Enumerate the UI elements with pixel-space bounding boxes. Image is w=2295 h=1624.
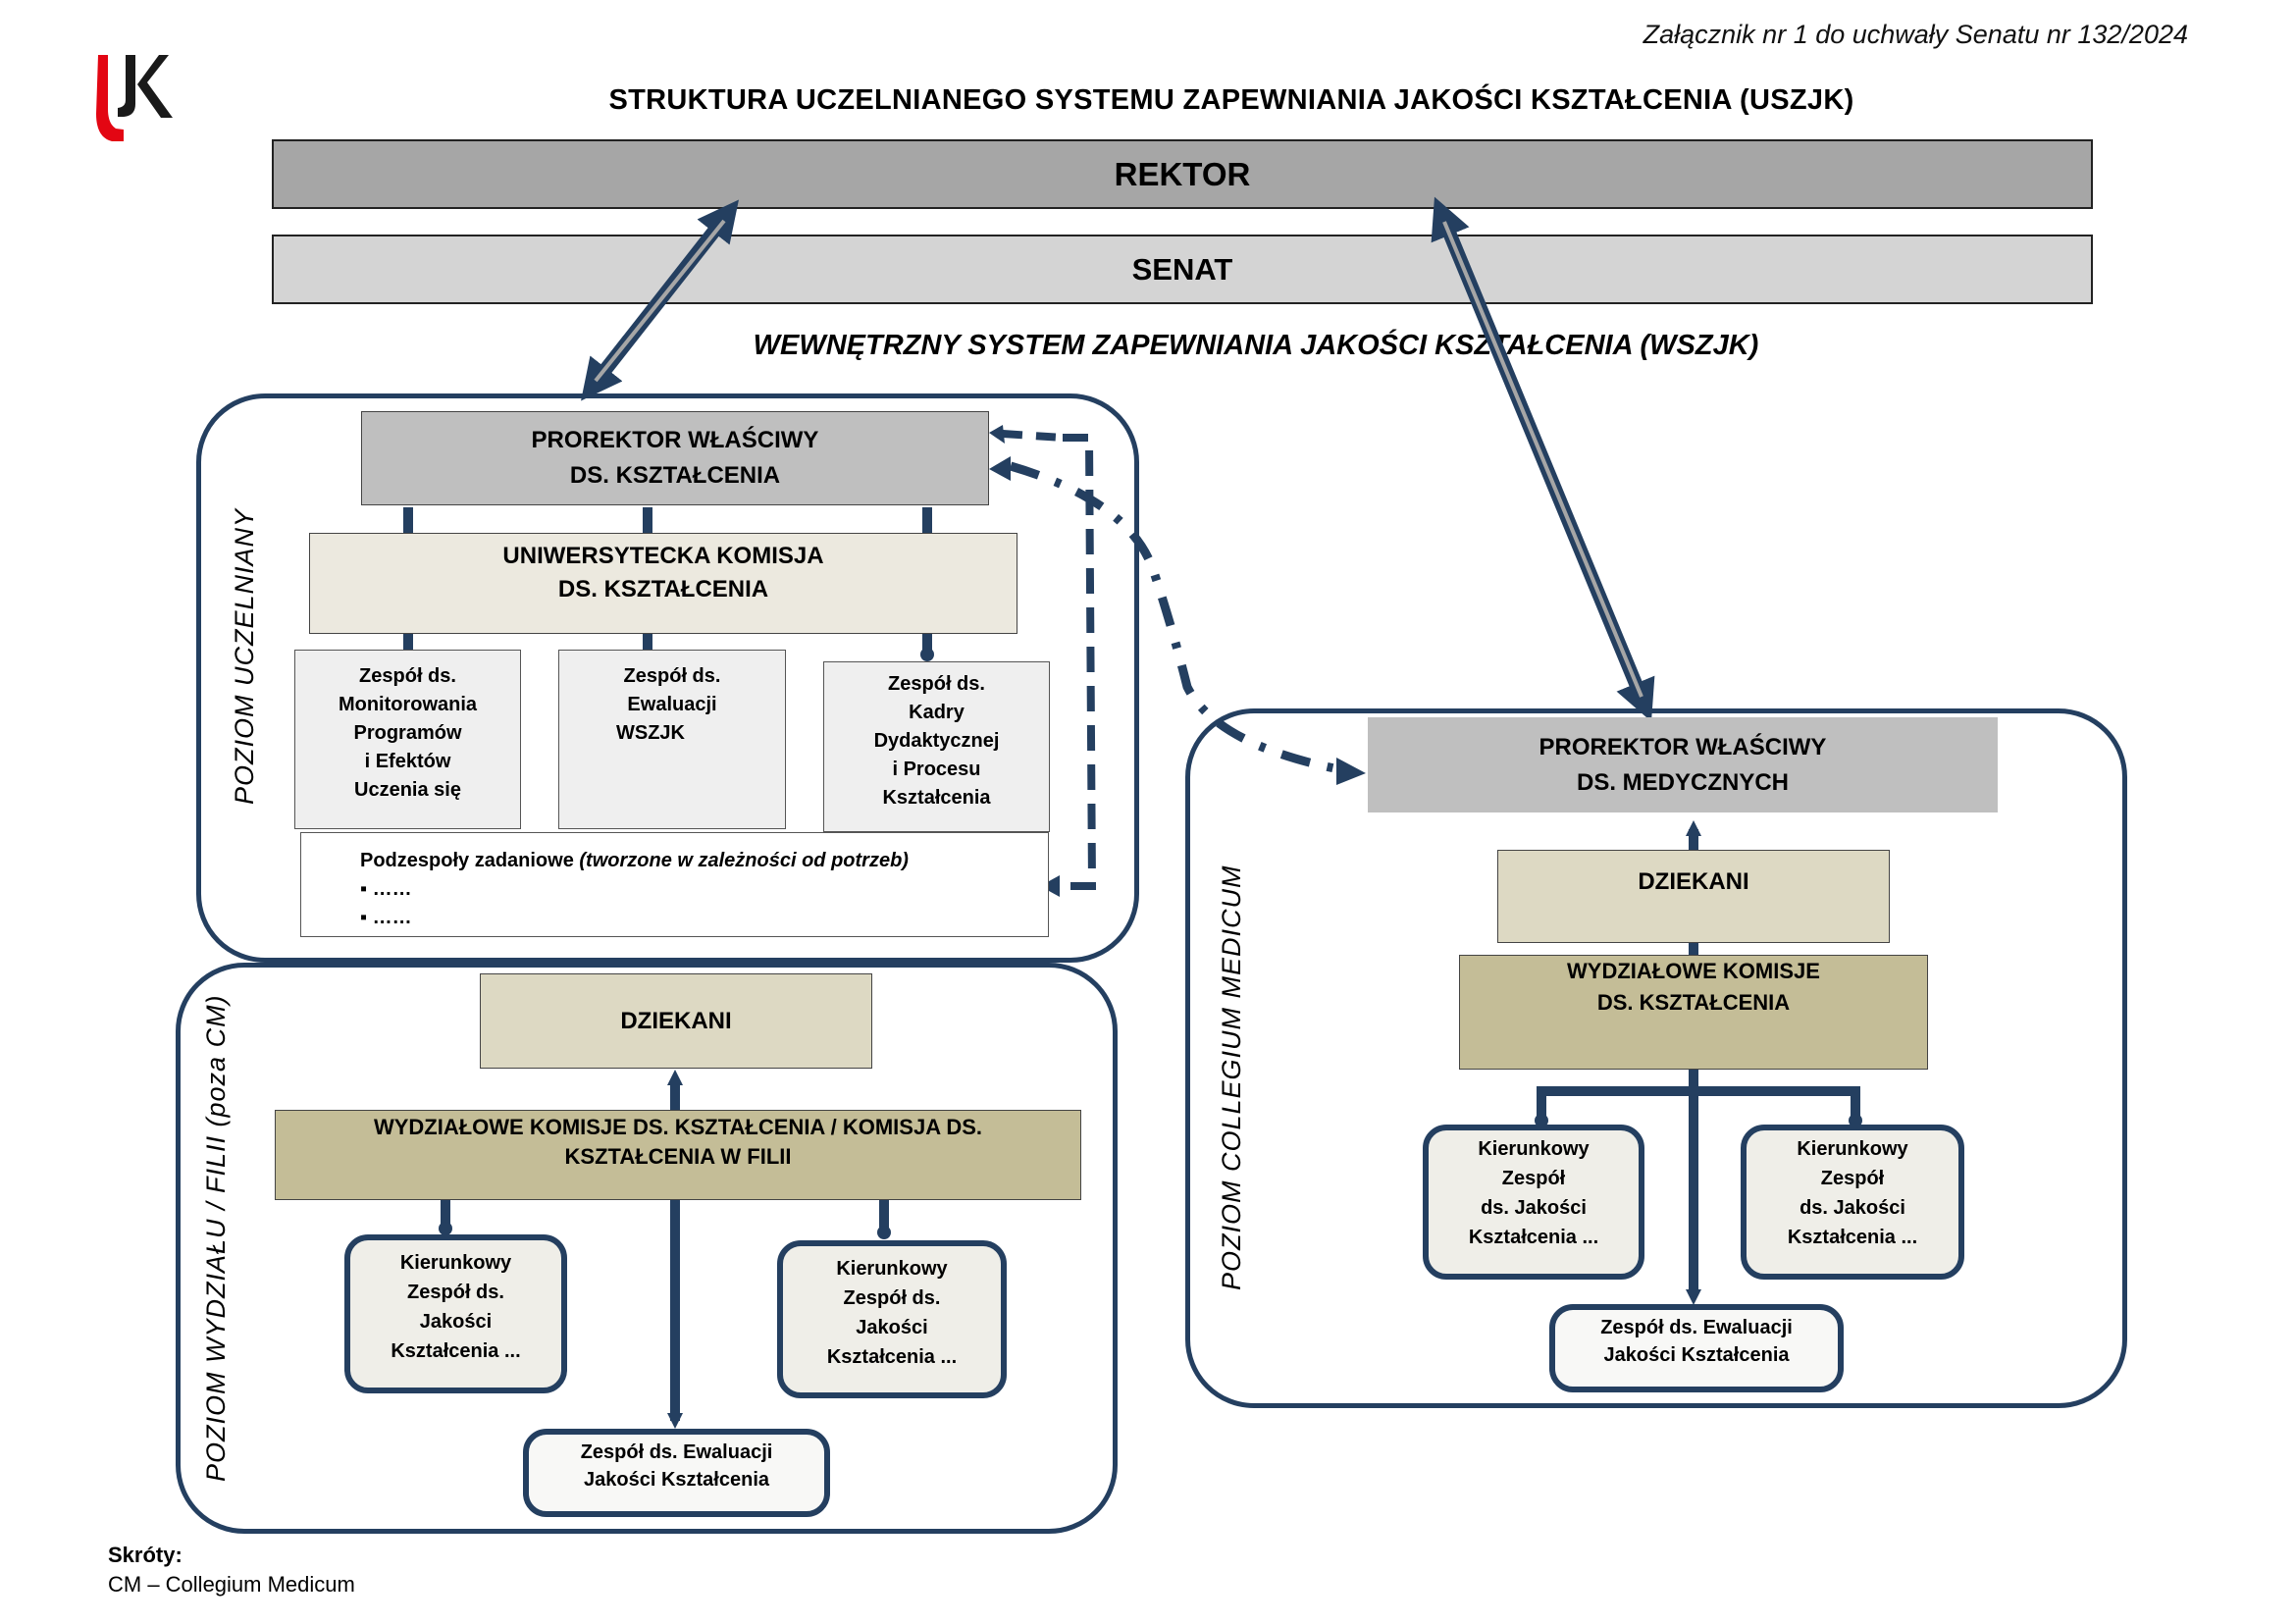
abbreviations: Skróty: CM – Collegium Medicum — [108, 1541, 355, 1599]
team-line: Zespół ds. — [843, 1287, 941, 1309]
cm-kierunkowy-team-2: Kierunkowy Zespół ds. Jakości Kształceni… — [1741, 1125, 1964, 1280]
cm-dziekani-box: DZIEKANI — [1497, 850, 1890, 943]
subteams-item: ▪ …… — [360, 878, 412, 900]
team-line: i Efektów — [364, 751, 451, 772]
faculty-komisje-box: WYDZIAŁOWE KOMISJE DS. KSZTAŁCENIA / KOM… — [275, 1110, 1081, 1200]
team-line: Kierunkowy — [1478, 1138, 1590, 1160]
subteams-item: ▪ …… — [360, 907, 412, 928]
team-line: Programów — [353, 722, 462, 744]
faculty-level-label: POZIOM WYDZIAŁU / FILII (poza CM) — [201, 994, 231, 1482]
team-line: Zespół ds. — [888, 673, 985, 695]
prorektor-medycznych-line2: DS. MEDYCZNYCH — [1576, 768, 1789, 796]
team-line: Monitorowania — [338, 694, 478, 715]
rektor-box: REKTOR — [272, 139, 2093, 209]
subteams-box: Podzespoły zadaniowe (tworzone w zależno… — [300, 832, 1049, 937]
cm-komisje-box: WYDZIAŁOWE KOMISJE DS. KSZTAŁCENIA — [1459, 955, 1928, 1070]
team-line: Jakości — [856, 1317, 928, 1338]
team-line: ds. Jakości — [1481, 1197, 1587, 1219]
senat-label: SENAT — [1131, 251, 1233, 287]
abbreviations-title: Skróty: — [108, 1543, 183, 1567]
team-line: Kształcenia — [882, 787, 991, 809]
team-line: Zespół — [1820, 1168, 1885, 1189]
univ-connectors — [403, 507, 932, 655]
team-line: Zespół ds. Ewaluacji — [580, 1441, 773, 1463]
team-line: Dydaktycznej — [873, 730, 1000, 752]
faculty-komisje-line1: WYDZIAŁOWE KOMISJE DS. KSZTAŁCENIA / KOM… — [373, 1115, 983, 1139]
prorektor-ksztalcenia-line2: DS. KSZTAŁCENIA — [569, 462, 781, 489]
cm-dziekani-label: DZIEKANI — [1638, 868, 1749, 895]
prorektor-ksztalcenia-line1: PROREKTOR WŁAŚCIWY — [531, 427, 819, 453]
annex-note: Załącznik nr 1 do uchwały Senatu nr 132/… — [1643, 20, 2188, 49]
team-monitoring-box: Zespół ds. Monitorowania Programów i Efe… — [294, 650, 521, 829]
uniwersytecka-komisja-line2: DS. KSZTAŁCENIA — [557, 576, 769, 602]
team-line: Kierunkowy — [1797, 1138, 1908, 1160]
team-line: Kształcenia ... — [826, 1346, 958, 1368]
subteams-note: (tworzone w zależności od potrzeb) — [579, 850, 909, 871]
senat-box: SENAT — [272, 235, 2093, 304]
university-level-label: POZIOM UCZELNIANY — [230, 507, 259, 805]
faculty-dziekani-label: DZIEKANI — [620, 1007, 732, 1034]
team-line: Uczenia się — [354, 779, 461, 801]
team-evaluation-wszjk-box: Zespół ds. Ewaluacji WSZJK — [558, 650, 786, 829]
team-line: Jakości Kształcenia — [584, 1469, 769, 1491]
faculty-dziekani-box: DZIEKANI — [480, 973, 872, 1069]
team-line: Zespół ds. — [623, 665, 721, 687]
prorektor-medycznych-line1: PROREKTOR WŁAŚCIWY — [1539, 733, 1827, 760]
team-line: i Procesu — [892, 759, 981, 780]
team-line: Kierunkowy — [836, 1258, 948, 1280]
team-line: Kierunkowy — [399, 1252, 512, 1274]
team-line: Jakości Kształcenia — [1603, 1344, 1790, 1366]
arrow-rektor-prorektor-medycznych — [1431, 196, 1655, 722]
team-line: Kształcenia ... — [1468, 1227, 1599, 1248]
team-line: Kadry — [909, 702, 965, 723]
cm-level-label: POZIOM COLLEGIUM MEDICUM — [1217, 864, 1246, 1290]
team-line: ds. Jakości — [1799, 1197, 1905, 1219]
team-line: Zespół — [1501, 1168, 1566, 1189]
rektor-label: REKTOR — [1114, 155, 1251, 192]
team-line: Zespół ds. — [359, 665, 456, 687]
team-teaching-staff-box: Zespół ds. Kadry Dydaktycznej i Procesu … — [823, 661, 1050, 832]
faculty-komisje-line2: KSZTAŁCENIA W FILII — [564, 1144, 792, 1169]
team-line: Kształcenia ... — [1787, 1227, 1918, 1248]
cm-kierunkowy-team-1: Kierunkowy Zespół ds. Jakości Kształceni… — [1423, 1125, 1644, 1280]
cm-komisje-line1: WYDZIAŁOWE KOMISJE — [1567, 959, 1820, 983]
team-line: Kształcenia ... — [391, 1340, 521, 1362]
arrow-rektor-prorektor-ksztalcenia — [581, 199, 739, 401]
team-line: Zespół ds. Ewaluacji — [1600, 1317, 1793, 1338]
prorektor-medycznych-box: PROREKTOR WŁAŚCIWY DS. MEDYCZNYCH — [1368, 717, 1998, 812]
faculty-kierunkowy-team-2: Kierunkowy Zespół ds. Jakości Kształceni… — [777, 1240, 1007, 1398]
ujk-logo — [90, 55, 212, 143]
cm-evaluation-team: Zespół ds. Ewaluacji Jakości Kształcenia — [1549, 1304, 1844, 1392]
page-title: STRUKTURA UCZELNIANEGO SYSTEMU ZAPEWNIAN… — [608, 83, 1854, 116]
cm-level-frame — [1185, 708, 2127, 1408]
team-line: Jakości — [419, 1311, 493, 1333]
abbreviation-item: CM – Collegium Medicum — [108, 1572, 355, 1597]
subteams-title: Podzespoły zadaniowe (tworzone w zależno… — [360, 850, 909, 871]
uniwersytecka-komisja-line1: UNIWERSYTECKA KOMISJA — [502, 543, 824, 569]
team-line: Ewaluacji — [627, 694, 717, 715]
faculty-kierunkowy-team-1: Kierunkowy Zespół ds. Jakości Kształceni… — [344, 1234, 567, 1393]
dashdot-arrow-prorektors — [1009, 461, 1345, 775]
team-line: WSZJK — [616, 722, 685, 744]
team-line: Zespół ds. — [407, 1282, 504, 1303]
faculty-level-frame — [176, 963, 1118, 1534]
university-level-frame — [196, 393, 1139, 963]
uniwersytecka-komisja-box: UNIWERSYTECKA KOMISJA DS. KSZTAŁCENIA — [309, 533, 1017, 634]
prorektor-ksztalcenia-box: PROREKTOR WŁAŚCIWY DS. KSZTAŁCENIA — [361, 411, 989, 505]
cm-komisje-line2: DS. KSZTAŁCENIA — [1596, 990, 1791, 1015]
faculty-evaluation-team: Zespół ds. Ewaluacji Jakości Kształcenia — [523, 1429, 830, 1517]
